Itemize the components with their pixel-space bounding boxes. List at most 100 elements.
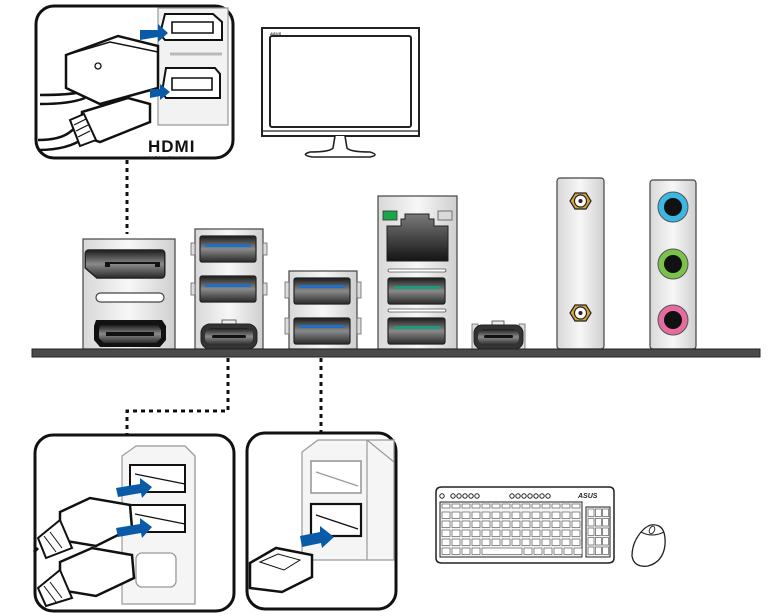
io-panel-baseline [31, 348, 761, 358]
io-group-audio [649, 179, 697, 350]
keyboard-key [491, 529, 501, 537]
keyboard-key [511, 520, 521, 528]
keyboard-key [501, 529, 511, 537]
keyboard-key [471, 503, 481, 509]
keyboard-key [491, 520, 501, 528]
io-group-usb-2 [284, 270, 362, 350]
keyboard-key [551, 520, 561, 528]
keyboard-key [531, 520, 541, 528]
usb-single-callout [245, 431, 398, 611]
hdmi-logo: HDMI High-Definition Multimedia Interfac… [148, 137, 196, 159]
keyboard-key [471, 529, 481, 537]
keyboard-key [481, 547, 523, 555]
numpad-key [594, 518, 602, 527]
usb3-port [199, 235, 257, 263]
arrow-to-usb-lower-icon [116, 518, 152, 538]
usb-plug-upper [32, 496, 134, 560]
keyboard-key [571, 520, 581, 528]
keyboard-key [531, 529, 541, 537]
arrow-to-usb-icon [300, 526, 334, 548]
numpad-key [602, 527, 609, 536]
monitor-icon: ASUS [261, 27, 420, 158]
keyboard-key [471, 547, 481, 555]
numpad-key [602, 537, 609, 546]
keyboard-key [441, 503, 451, 509]
keyboard-key [531, 503, 541, 509]
dp-logo-icon [94, 62, 102, 70]
usb2-port [387, 277, 446, 305]
keyboard-key [511, 503, 521, 509]
keyboard-brand: ASUS [577, 493, 598, 500]
antenna-connector [569, 192, 592, 210]
hdmi-logo-tagline: High-Definition Multimedia Interface [148, 155, 196, 159]
keyboard-key [521, 503, 531, 509]
keyboard-key [541, 520, 551, 528]
keyboard-key [461, 520, 471, 528]
keyboard-key [461, 529, 471, 537]
video-callout: HDMI High-Definition Multimedia Interfac… [34, 4, 235, 160]
keyboard-key [531, 511, 541, 519]
keyboard-key [511, 538, 521, 546]
keyboard-key [451, 529, 461, 537]
keyboard-key [553, 547, 563, 555]
numpad-key [602, 518, 609, 527]
keyboard-key [481, 503, 491, 509]
keyboard-key [521, 520, 531, 528]
panel-slot [95, 292, 165, 303]
keyboard-key [441, 529, 451, 537]
keyboard-key [451, 503, 461, 509]
keyboard-key [491, 538, 501, 546]
keyboard-key [551, 511, 561, 519]
keyboard-key [501, 538, 511, 546]
keyboard-key [491, 503, 501, 509]
keyboard-key [481, 529, 491, 537]
keyboard-key [511, 511, 521, 519]
keyboard-key [571, 538, 581, 546]
keyboard-key [471, 511, 481, 519]
keyboard-key [481, 511, 491, 519]
keyboard-key [461, 538, 471, 546]
keyboard-key [551, 538, 561, 546]
keyboard-key [461, 547, 471, 555]
keyboard-key [471, 520, 481, 528]
keyboard-key [481, 538, 491, 546]
io-group-display [82, 238, 176, 350]
numpad-key [602, 546, 609, 555]
lan-led-green [382, 210, 398, 221]
usb2-port [387, 317, 446, 345]
callout-usb-port [310, 460, 362, 494]
usb-plug-lower [36, 546, 136, 608]
keyboard-key [571, 503, 581, 509]
numpad-key [602, 508, 609, 517]
usb3-port [293, 317, 351, 345]
usb3-port [293, 277, 351, 305]
keyboard-key [501, 511, 511, 519]
keyboard-icon: ASUS [435, 486, 615, 564]
keyboard-key [521, 529, 531, 537]
keyboard-key [571, 529, 581, 537]
keyboard-key [451, 520, 461, 528]
keyboard-key [533, 547, 543, 555]
keyboard-key [521, 511, 531, 519]
numpad-key [594, 527, 602, 536]
usb3-port [199, 275, 257, 303]
displayport-plug [39, 34, 160, 106]
arrow-to-displayport-icon [140, 24, 168, 42]
keyboard-key [481, 520, 491, 528]
keyboard-key [441, 511, 451, 519]
numpad-key [587, 527, 595, 536]
arrow-to-usb-upper-icon [116, 478, 152, 498]
keyboard-key [561, 503, 571, 509]
keyboard-key [543, 547, 553, 555]
keyboard-key [461, 511, 471, 519]
numpad-key [594, 508, 602, 517]
antenna-connector [569, 304, 592, 322]
keyboard-key [511, 529, 521, 537]
numpad-key [587, 537, 595, 546]
io-panel [31, 177, 761, 358]
keyboard-key [441, 538, 451, 546]
callout-usb-port [309, 502, 363, 538]
keyboard-key [541, 529, 551, 537]
keyboard-key [541, 503, 551, 509]
keyboard-key [501, 503, 511, 509]
